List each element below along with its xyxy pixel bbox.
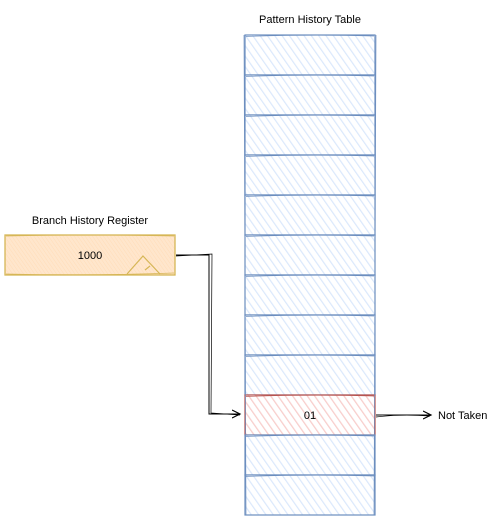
pht-row-sketch-line <box>245 314 375 317</box>
pht-row <box>244 34 376 76</box>
bhr-fold-mark <box>126 255 161 275</box>
pht-row <box>244 474 376 516</box>
pht-row <box>244 434 376 476</box>
pht-row-sketch-line <box>245 434 375 437</box>
output-label: Not Taken <box>438 410 487 422</box>
pht-row <box>244 194 376 236</box>
pht-row-sketch-line <box>245 354 375 357</box>
branch-history-register: 1000 <box>4 234 176 276</box>
pht-row-sketch-line <box>245 114 375 117</box>
pht-row-sketch-line <box>245 474 375 477</box>
pht-row-sketch-line <box>245 234 375 237</box>
bhr-value: 1000 <box>78 250 102 262</box>
pht-row <box>244 234 376 276</box>
pht-row <box>244 154 376 196</box>
bhr-to-pht-connector-sketch <box>175 253 241 416</box>
pht-row-sketch-line <box>245 34 375 37</box>
pht-highlighted-value: 01 <box>304 410 316 422</box>
output-arrow-sketch <box>375 414 431 418</box>
pht-row-sketch-line <box>245 154 375 157</box>
pht-title: Pattern History Table <box>259 14 361 26</box>
pattern-history-table: 01 <box>243 34 377 516</box>
bhr-box-sketch-edge <box>5 234 175 276</box>
pht-row <box>244 274 376 316</box>
pht-outer-sketch-edge <box>243 34 377 516</box>
pht-row-sketch-line <box>245 74 375 77</box>
pht-row <box>244 314 376 356</box>
pht-row-sketch-line <box>245 394 375 397</box>
pht-row <box>244 114 376 156</box>
pht-row <box>244 354 376 396</box>
bhr-title: Branch History Register <box>32 215 148 227</box>
pht-row-sketch-line <box>245 274 375 277</box>
pht-row-sketch-line <box>245 194 375 197</box>
bhr-to-pht-connector <box>176 254 240 414</box>
pht-row-highlighted <box>244 394 376 436</box>
pht-row <box>244 74 376 116</box>
